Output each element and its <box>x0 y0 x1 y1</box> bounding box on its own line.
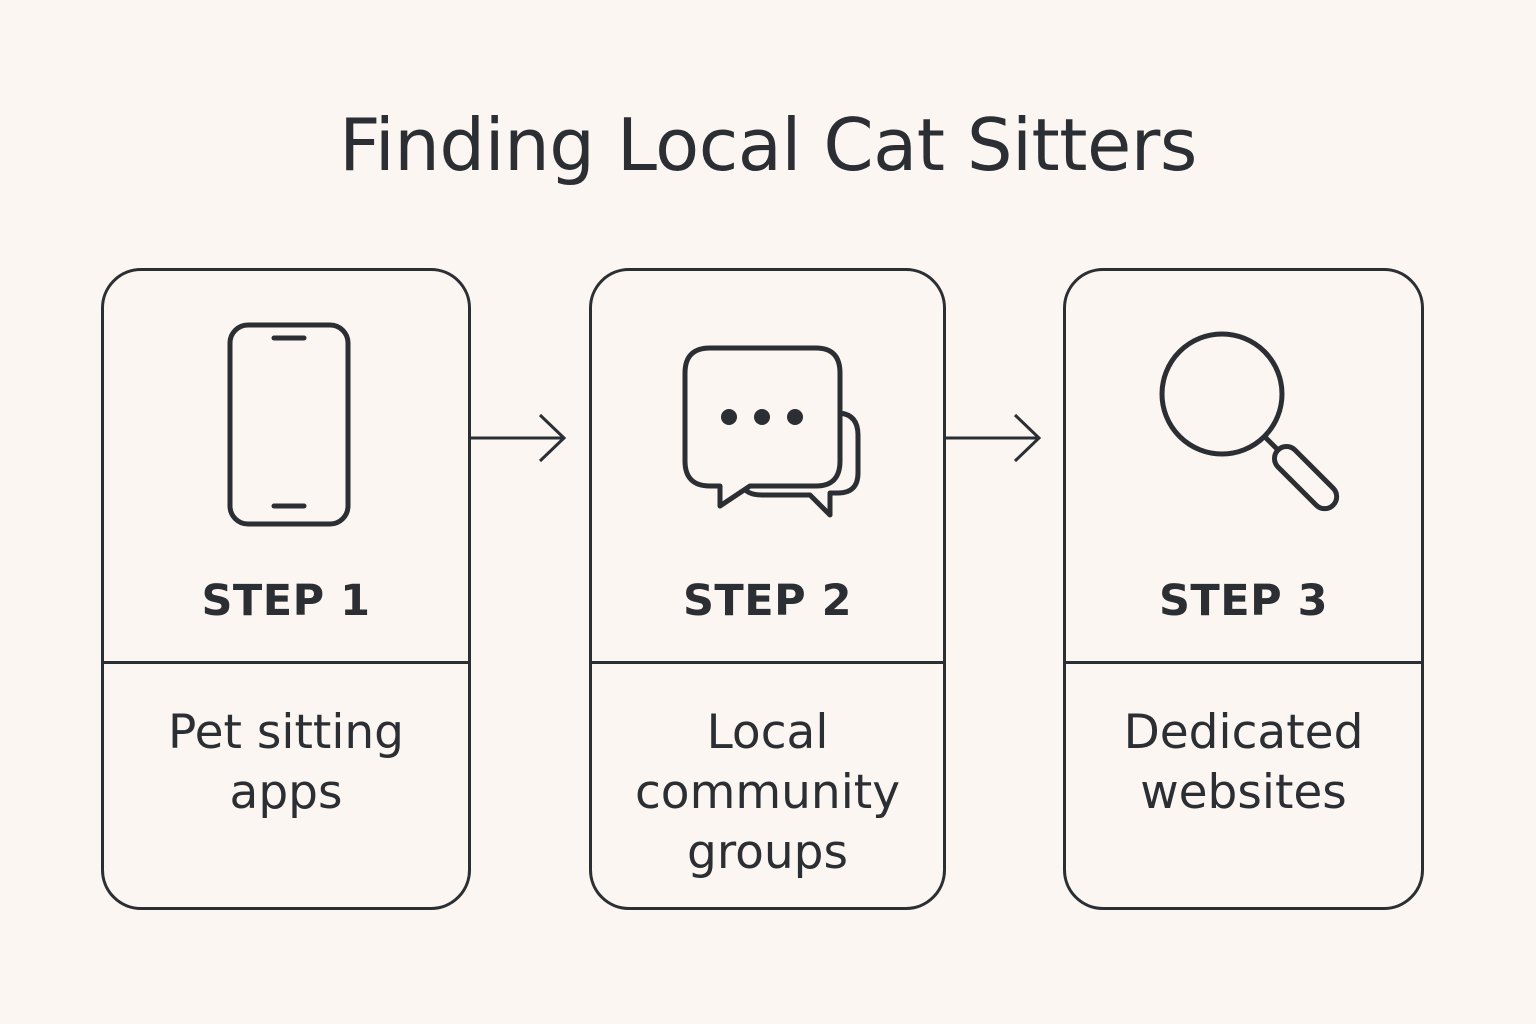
smartphone-icon <box>104 271 468 561</box>
arrow-right-icon <box>470 413 567 463</box>
chat-bubbles-icon <box>592 271 943 561</box>
step-description-line: Local <box>706 705 829 760</box>
step-description: Dedicated websites <box>1066 703 1421 823</box>
magnifying-glass-icon <box>1066 271 1421 561</box>
divider <box>1066 661 1421 664</box>
arrow-right-icon <box>945 413 1042 463</box>
step-label: STEP 3 <box>1158 576 1329 626</box>
step-description: Local community groups <box>592 703 943 883</box>
divider <box>592 661 943 664</box>
step-description-line: apps <box>229 765 343 820</box>
step-card-3: STEP 3 Dedicated websites <box>1063 268 1424 910</box>
step-label: STEP 2 <box>682 576 853 626</box>
divider <box>104 661 468 664</box>
step-description-line: websites <box>1140 765 1347 820</box>
step-label: STEP 1 <box>201 576 371 626</box>
step-description: Pet sitting apps <box>104 703 468 823</box>
step-description-line: Dedicated <box>1123 705 1364 760</box>
step-description-line: groups <box>687 825 848 880</box>
step-card-2: STEP 2 Local community groups <box>589 268 946 910</box>
step-card-1: STEP 1 Pet sitting apps <box>101 268 471 910</box>
step-description-line: community <box>634 765 901 820</box>
step-description-line: Pet sitting <box>167 705 405 760</box>
page-title: Finding Local Cat Sitters <box>339 103 1197 187</box>
